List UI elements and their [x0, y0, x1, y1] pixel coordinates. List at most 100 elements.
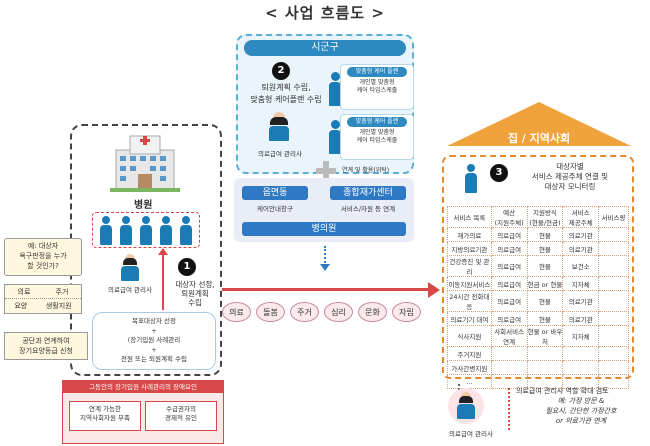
sigungu-manager-label: 의료급여 관리사: [258, 150, 302, 158]
table-row: 주거지원: [447, 346, 629, 361]
clinic-label: 병의원: [242, 222, 406, 236]
table-cell: [598, 325, 629, 347]
table-cell: [598, 360, 629, 375]
red-up-line: [162, 252, 164, 310]
table-cell: 재가의료: [447, 227, 492, 242]
question-bubble: 예: 대상자 욕구판정을 누가 할 것인가?: [4, 238, 82, 276]
main-arrow: [222, 288, 430, 291]
table-cell: 현물: [526, 227, 564, 242]
col-header: 서비스 제공주체: [562, 206, 600, 228]
table-cell: [598, 241, 629, 256]
person-icon: [100, 216, 112, 246]
sigungu-manager-icon: [268, 112, 290, 142]
home-manager-label: 의료급여 관리사: [449, 430, 493, 438]
service-chip: 문화: [358, 302, 387, 322]
care-plan-box: 맞춤형 케어 플랜 개인별 맞춤형 케어 타입스케줄: [340, 114, 414, 160]
person-icon: [160, 216, 172, 246]
service-chip: 돌봄: [256, 302, 285, 322]
bottom-note: 의료급여 관리사 역할 확대 검토 예: 가정 방문 & 필요시, 간단한 가정…: [516, 387, 617, 425]
person-icon: [140, 216, 152, 246]
person-icon: [328, 120, 342, 154]
table-cell: [598, 227, 629, 242]
table-cell: [562, 360, 600, 375]
table-cell: 보건소: [562, 255, 600, 277]
table-cell: 건강증진 및 관리: [447, 255, 492, 277]
table-cell: 현물: [526, 255, 564, 277]
home-manager-icon: [456, 392, 476, 420]
table-cell: 의료기관: [562, 311, 600, 326]
hospital-label: 병원: [134, 200, 153, 211]
care-plan-box: 맞춤형 케어 플랜 개인별 맞춤형 케어 타입스케줄: [340, 64, 414, 110]
roof-shape: [447, 102, 631, 146]
table-cell: [598, 276, 629, 291]
sigungu-desc: 퇴원계획 수립, 맞춤형 케어플랜 수립: [250, 83, 322, 104]
table-cell: 현물: [526, 241, 564, 256]
patients-group: [92, 212, 200, 248]
hospital-manager-icon: [120, 254, 140, 282]
table-cell: [562, 346, 600, 361]
person-icon: [180, 216, 192, 246]
table-cell: 의료기관: [562, 227, 600, 242]
table-cell: [598, 311, 629, 326]
col-header: 예산 (지원주체): [490, 206, 528, 228]
table-cell: 현물: [526, 290, 564, 312]
table-cell: 의료급여: [490, 227, 528, 242]
link-text: 연계 및 활용(위탁): [342, 167, 390, 174]
table-cell: 지자체: [562, 325, 600, 347]
table-cell: [598, 374, 629, 389]
table-cell: 현금 or 현물: [526, 276, 564, 291]
eup-label: 읍면동: [242, 186, 308, 200]
table-cell: 이동지원서비스: [447, 276, 492, 291]
step-1-badge: 1: [178, 258, 196, 276]
table-cell: 의료급여: [490, 255, 528, 277]
service-chip: 주거: [290, 302, 319, 322]
hospital-building-icon: [110, 130, 180, 192]
arrow-down-icon: [320, 264, 330, 271]
table-cell: 현물 or 바우처: [526, 325, 564, 347]
table-cell: 현물: [526, 311, 564, 326]
table-cell: 지방의료기관: [447, 241, 492, 256]
person-icon: [328, 72, 342, 106]
step-3-badge: 3: [490, 164, 508, 182]
center-sub: 서비스/자원 등 연계: [340, 205, 396, 213]
col-header: 서비스량: [598, 206, 629, 228]
table-cell: [598, 255, 629, 277]
table-cell: ...: [447, 374, 492, 389]
table-cell: [598, 290, 629, 312]
arrow-right-icon: [428, 282, 440, 298]
step-2-badge: 2: [272, 62, 290, 80]
service-chip: 심리: [324, 302, 353, 322]
goal-box: 목표대상자 선정 + (장기입원 사례관리 + 전원 또는 퇴원계획 수립: [92, 312, 216, 370]
table-cell: 의료급여: [490, 241, 528, 256]
table-cell: 의료기관: [562, 241, 600, 256]
table-cell: [490, 360, 528, 375]
table-cell: [526, 360, 564, 375]
center-label: 종합재가센터: [330, 186, 406, 200]
table-cell: [490, 346, 528, 361]
eup-sub: 케어안내창구: [257, 205, 293, 213]
arrow-up-icon: [158, 248, 168, 255]
person-icon: [464, 164, 478, 194]
table-cell: 사회서비스연계: [490, 325, 528, 347]
table-row: 가사간병지원: [447, 360, 629, 375]
table-cell: 주거지원: [447, 346, 492, 361]
table-cell: 의료기관: [562, 290, 600, 312]
table-cell: 의료급여: [490, 290, 528, 312]
col-header: 지원방식 (현물/현금): [526, 206, 564, 228]
table-cell: [526, 374, 564, 389]
person-icon: [120, 216, 132, 246]
hospital-manager-label: 의료급여 관리사: [108, 286, 152, 294]
sigungu-title: 시군구: [244, 40, 406, 56]
table-cell: 의료급여: [490, 311, 528, 326]
